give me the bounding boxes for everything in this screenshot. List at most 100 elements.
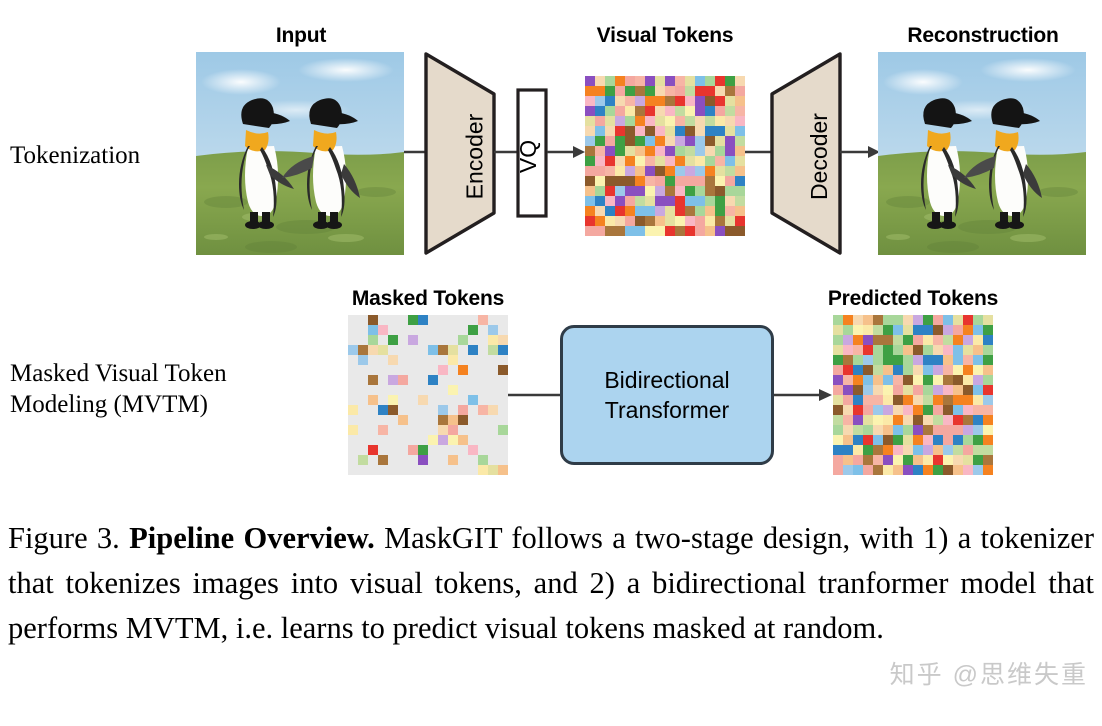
token-cell xyxy=(398,325,408,335)
token-cell xyxy=(873,385,883,395)
token-cell xyxy=(983,355,993,365)
token-cell xyxy=(595,176,605,186)
token-cell xyxy=(498,315,508,325)
token-cell xyxy=(853,395,863,405)
token-cell xyxy=(468,345,478,355)
token-cell xyxy=(675,126,685,136)
token-cell xyxy=(735,226,745,236)
token-cell xyxy=(705,146,715,156)
token-cell xyxy=(448,395,458,405)
token-cell xyxy=(883,395,893,405)
token-cell xyxy=(448,445,458,455)
token-cell xyxy=(368,365,378,375)
token-cell xyxy=(715,226,725,236)
token-cell xyxy=(833,375,843,385)
token-cell xyxy=(585,86,595,96)
token-cell xyxy=(665,156,675,166)
token-cell xyxy=(973,385,983,395)
token-cell xyxy=(833,445,843,455)
token-cell xyxy=(615,106,625,116)
token-cell xyxy=(893,415,903,425)
token-cell xyxy=(448,415,458,425)
token-cell xyxy=(368,335,378,345)
token-cell xyxy=(468,395,478,405)
token-cell xyxy=(675,156,685,166)
token-cell xyxy=(595,216,605,226)
token-cell xyxy=(448,365,458,375)
token-cell xyxy=(943,375,953,385)
token-cell xyxy=(438,375,448,385)
token-cell xyxy=(883,345,893,355)
token-cell xyxy=(863,335,873,345)
token-cell xyxy=(963,455,973,465)
token-cell xyxy=(833,315,843,325)
token-cell xyxy=(735,126,745,136)
token-cell xyxy=(983,425,993,435)
connector-input-encoder xyxy=(404,150,426,154)
token-cell xyxy=(913,365,923,375)
token-cell xyxy=(685,226,695,236)
token-cell xyxy=(645,76,655,86)
token-cell xyxy=(585,196,595,206)
token-cell xyxy=(645,126,655,136)
token-cell xyxy=(498,375,508,385)
token-cell xyxy=(368,315,378,325)
token-cell xyxy=(448,385,458,395)
token-cell xyxy=(873,365,883,375)
token-cell xyxy=(843,365,853,375)
token-cell xyxy=(488,385,498,395)
token-cell xyxy=(348,325,358,335)
token-cell xyxy=(973,325,983,335)
token-cell xyxy=(833,455,843,465)
token-cell xyxy=(585,136,595,146)
token-cell xyxy=(595,86,605,96)
token-cell xyxy=(913,415,923,425)
token-cell xyxy=(863,465,873,475)
token-cell xyxy=(615,126,625,136)
token-cell xyxy=(893,345,903,355)
token-cell xyxy=(983,405,993,415)
token-cell xyxy=(418,315,428,325)
token-cell xyxy=(358,335,368,345)
token-cell xyxy=(983,435,993,445)
token-cell xyxy=(418,325,428,335)
token-cell xyxy=(585,126,595,136)
token-cell xyxy=(605,196,615,206)
token-cell xyxy=(585,206,595,216)
token-cell xyxy=(625,76,635,86)
token-cell xyxy=(665,176,675,186)
token-cell xyxy=(458,355,468,365)
token-cell xyxy=(428,445,438,455)
token-cell xyxy=(833,365,843,375)
token-cell xyxy=(605,96,615,106)
token-cell xyxy=(408,335,418,345)
token-cell xyxy=(973,435,983,445)
token-cell xyxy=(863,325,873,335)
token-cell xyxy=(685,106,695,116)
token-cell xyxy=(715,96,725,106)
token-cell xyxy=(953,365,963,375)
token-cell xyxy=(863,385,873,395)
token-cell xyxy=(438,455,448,465)
token-cell xyxy=(605,176,615,186)
token-cell xyxy=(595,76,605,86)
penguin-left xyxy=(921,98,976,229)
token-cell xyxy=(853,435,863,445)
token-cell xyxy=(833,345,843,355)
token-cell xyxy=(418,345,428,355)
predicted-tokens-grid xyxy=(833,315,993,475)
token-cell xyxy=(635,136,645,146)
token-cell xyxy=(418,355,428,365)
token-cell xyxy=(398,415,408,425)
token-cell xyxy=(595,96,605,106)
input-image xyxy=(196,52,404,255)
token-cell xyxy=(913,315,923,325)
token-cell xyxy=(378,315,388,325)
token-cell xyxy=(388,365,398,375)
token-cell xyxy=(378,445,388,455)
token-cell xyxy=(458,345,468,355)
token-cell xyxy=(953,395,963,405)
token-cell xyxy=(585,116,595,126)
token-cell xyxy=(843,445,853,455)
token-cell xyxy=(615,116,625,126)
